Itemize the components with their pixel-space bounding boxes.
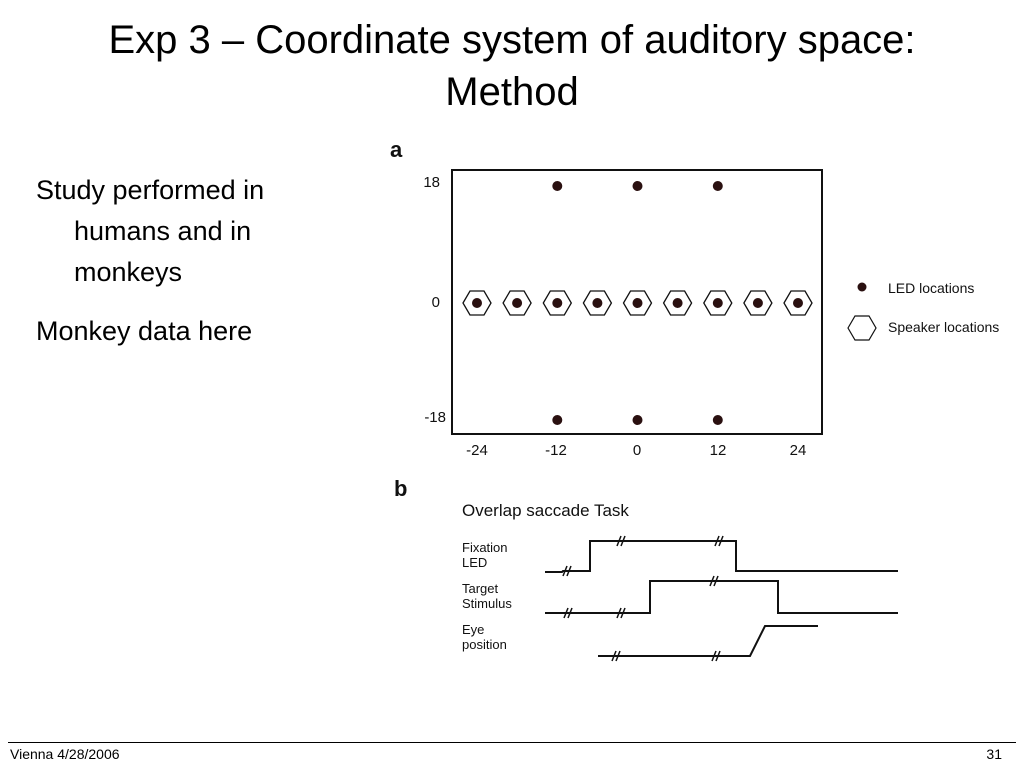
legend-speaker-label: Speaker locations bbox=[888, 319, 999, 335]
bullet-list: Study performed in humans and in monkeys… bbox=[36, 170, 346, 370]
footer-divider bbox=[8, 742, 1016, 743]
panel-b-label: b bbox=[394, 476, 407, 501]
speaker-markers bbox=[462, 290, 813, 316]
panel-a-label: a bbox=[390, 137, 403, 162]
led-location-marker bbox=[512, 298, 523, 308]
legend-led-label: LED locations bbox=[888, 280, 974, 296]
legend-speaker-marker bbox=[847, 315, 877, 341]
eye-trace bbox=[598, 625, 818, 657]
trace-label: Target bbox=[462, 581, 499, 596]
bullet-item: Study performed in humans and in monkeys bbox=[36, 175, 265, 287]
fixation-trace bbox=[545, 540, 898, 573]
y-tick-label: -18 bbox=[424, 409, 446, 426]
speaker-location-marker bbox=[542, 290, 573, 316]
footer-date: Vienna 4/28/2006 bbox=[10, 746, 120, 762]
x-tick-label: -24 bbox=[466, 442, 488, 459]
speaker-location-marker bbox=[582, 290, 613, 316]
led-location-marker bbox=[552, 181, 563, 191]
speaker-location-marker bbox=[502, 290, 532, 316]
trace-label: Stimulus bbox=[462, 596, 512, 611]
bullet-item: Monkey data here bbox=[36, 316, 253, 346]
speaker-location-marker bbox=[743, 290, 773, 316]
timing-traces bbox=[545, 540, 898, 657]
speaker-location-marker bbox=[662, 290, 693, 316]
speaker-location-marker bbox=[462, 290, 492, 316]
led-location-marker bbox=[592, 298, 603, 308]
led-location-marker bbox=[552, 298, 563, 308]
x-tick-label: 12 bbox=[710, 442, 727, 459]
slide-title: Exp 3 – Coordinate system of auditory sp… bbox=[0, 14, 1024, 118]
figure-svg: a 18 0 -18 -24 -12 0 12 24 LED locations… bbox=[390, 137, 999, 662]
trace-label: LED bbox=[462, 555, 487, 570]
title-line-1: Exp 3 – Coordinate system of auditory sp… bbox=[108, 18, 916, 62]
led-location-marker bbox=[472, 298, 482, 308]
led-markers bbox=[472, 181, 803, 425]
x-tick-label: -12 bbox=[545, 442, 567, 459]
figure: a 18 0 -18 -24 -12 0 12 24 LED locations… bbox=[380, 130, 1020, 670]
speaker-location-marker bbox=[783, 290, 813, 316]
task-title: Overlap saccade Task bbox=[462, 501, 629, 520]
x-tick-label: 0 bbox=[633, 442, 641, 459]
trace-label: position bbox=[462, 637, 507, 652]
speaker-location-marker bbox=[703, 290, 733, 316]
page-number: 31 bbox=[986, 746, 1002, 762]
x-tick-label: 24 bbox=[790, 442, 807, 459]
led-location-marker bbox=[632, 298, 643, 308]
led-location-marker bbox=[793, 298, 803, 308]
led-location-marker bbox=[552, 415, 563, 425]
trace-label: Fixation bbox=[462, 540, 508, 555]
led-location-marker bbox=[712, 181, 723, 191]
led-location-marker bbox=[632, 181, 643, 191]
led-location-marker bbox=[752, 298, 763, 308]
legend-led-marker bbox=[857, 282, 867, 292]
plot-frame bbox=[451, 169, 823, 435]
led-location-marker bbox=[632, 415, 643, 425]
trace-label: Eye bbox=[462, 622, 484, 637]
time-break-marks bbox=[562, 535, 724, 662]
led-location-marker bbox=[712, 298, 723, 308]
led-location-marker bbox=[712, 415, 723, 425]
target-trace bbox=[545, 580, 898, 614]
led-location-marker bbox=[672, 298, 683, 308]
y-tick-label: 18 bbox=[423, 174, 440, 191]
speaker-location-marker bbox=[622, 290, 653, 316]
y-tick-label: 0 bbox=[432, 294, 440, 311]
title-line-2: Method bbox=[445, 70, 579, 114]
